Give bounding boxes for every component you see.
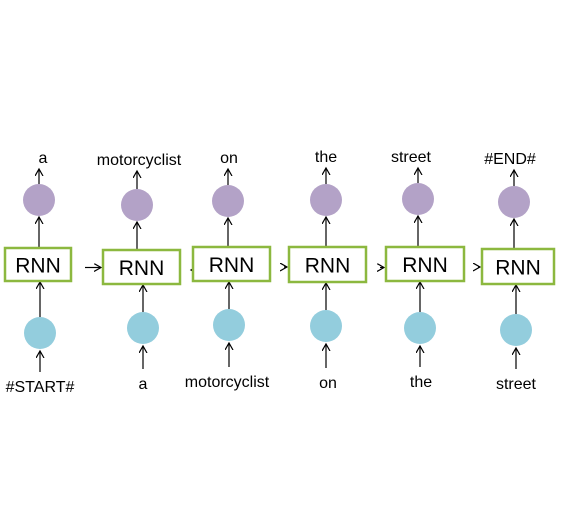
rnn-cell <box>384 245 466 283</box>
output-node <box>121 189 153 221</box>
rnn-cell <box>287 245 368 284</box>
output-node <box>402 183 434 215</box>
output-node <box>212 185 244 217</box>
input-word: #START# <box>6 379 75 396</box>
rnn-cell-label: RNN <box>209 254 255 277</box>
input-node <box>127 312 159 344</box>
input-word: a <box>139 376 148 393</box>
rnn-cell <box>101 248 182 286</box>
output-word: #END# <box>484 151 536 168</box>
rnn-cell-label: RNN <box>15 255 61 278</box>
input-node <box>404 312 436 344</box>
input-node <box>213 309 245 341</box>
rnn-cell <box>3 246 73 283</box>
output-word: street <box>391 149 432 166</box>
output-node <box>310 184 342 216</box>
output-word: motorcyclist <box>97 152 182 169</box>
input-node <box>24 317 56 349</box>
rnn-cell-label: RNN <box>119 257 165 280</box>
output-word: on <box>220 150 238 167</box>
input-word: on <box>319 375 337 392</box>
input-word: motorcyclist <box>185 374 270 391</box>
rnn-cell-label: RNN <box>495 257 541 280</box>
rnn-cell <box>480 247 556 286</box>
input-node <box>310 310 342 342</box>
output-node <box>23 184 55 216</box>
output-word: the <box>315 149 337 166</box>
rnn-cell <box>191 245 272 283</box>
input-node <box>500 314 532 346</box>
output-word: a <box>39 150 48 167</box>
rnn-cell-label: RNN <box>402 254 448 277</box>
output-node <box>498 186 530 218</box>
rnn-cell-label: RNN <box>305 255 351 278</box>
input-word: the <box>410 374 432 391</box>
input-word: street <box>496 376 537 393</box>
